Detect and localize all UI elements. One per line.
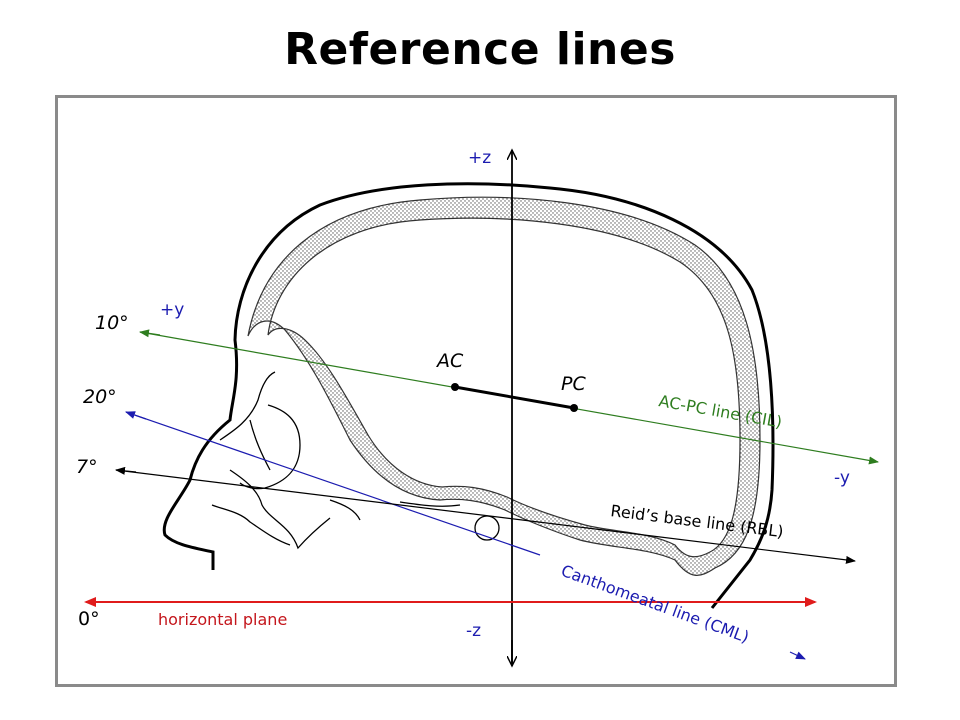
acpc-line-label: AC-PC line (CIL): [657, 391, 783, 431]
cml-line: [125, 411, 541, 556]
angle-10-label: 10°: [95, 312, 129, 334]
angle-0-label: 0°: [78, 608, 100, 630]
pc-point: [570, 404, 578, 412]
rbl-line-left-arrow: [115, 466, 137, 475]
ac-pc-segment: [454, 385, 575, 410]
rbl-line: [115, 469, 856, 564]
ac-label: AC: [435, 350, 464, 372]
cml-line-right-arrow: [789, 651, 806, 660]
acpc-line-left-arrow: [139, 329, 161, 338]
z-neg-label: -z: [466, 621, 481, 641]
horizontal-plane-label: horizontal plane: [158, 610, 287, 629]
diagram-frame: [55, 95, 897, 687]
head-outline: [162, 182, 775, 609]
z-pos-label: +z: [468, 148, 491, 168]
ac-point: [451, 383, 459, 391]
pc-label: PC: [561, 373, 586, 395]
y-pos-label: +y: [160, 300, 184, 320]
y-neg-label: -y: [834, 468, 850, 488]
angle-7-label: 7°: [76, 456, 98, 478]
cml-line-label: Canthomeatal line (CML): [559, 561, 752, 647]
facial-bones: [211, 371, 461, 550]
page-title: Reference lines: [284, 24, 676, 75]
angle-20-label: 20°: [83, 386, 117, 408]
skull-bone-layer: [247, 196, 761, 576]
cml-line-left-arrow: [125, 411, 147, 420]
